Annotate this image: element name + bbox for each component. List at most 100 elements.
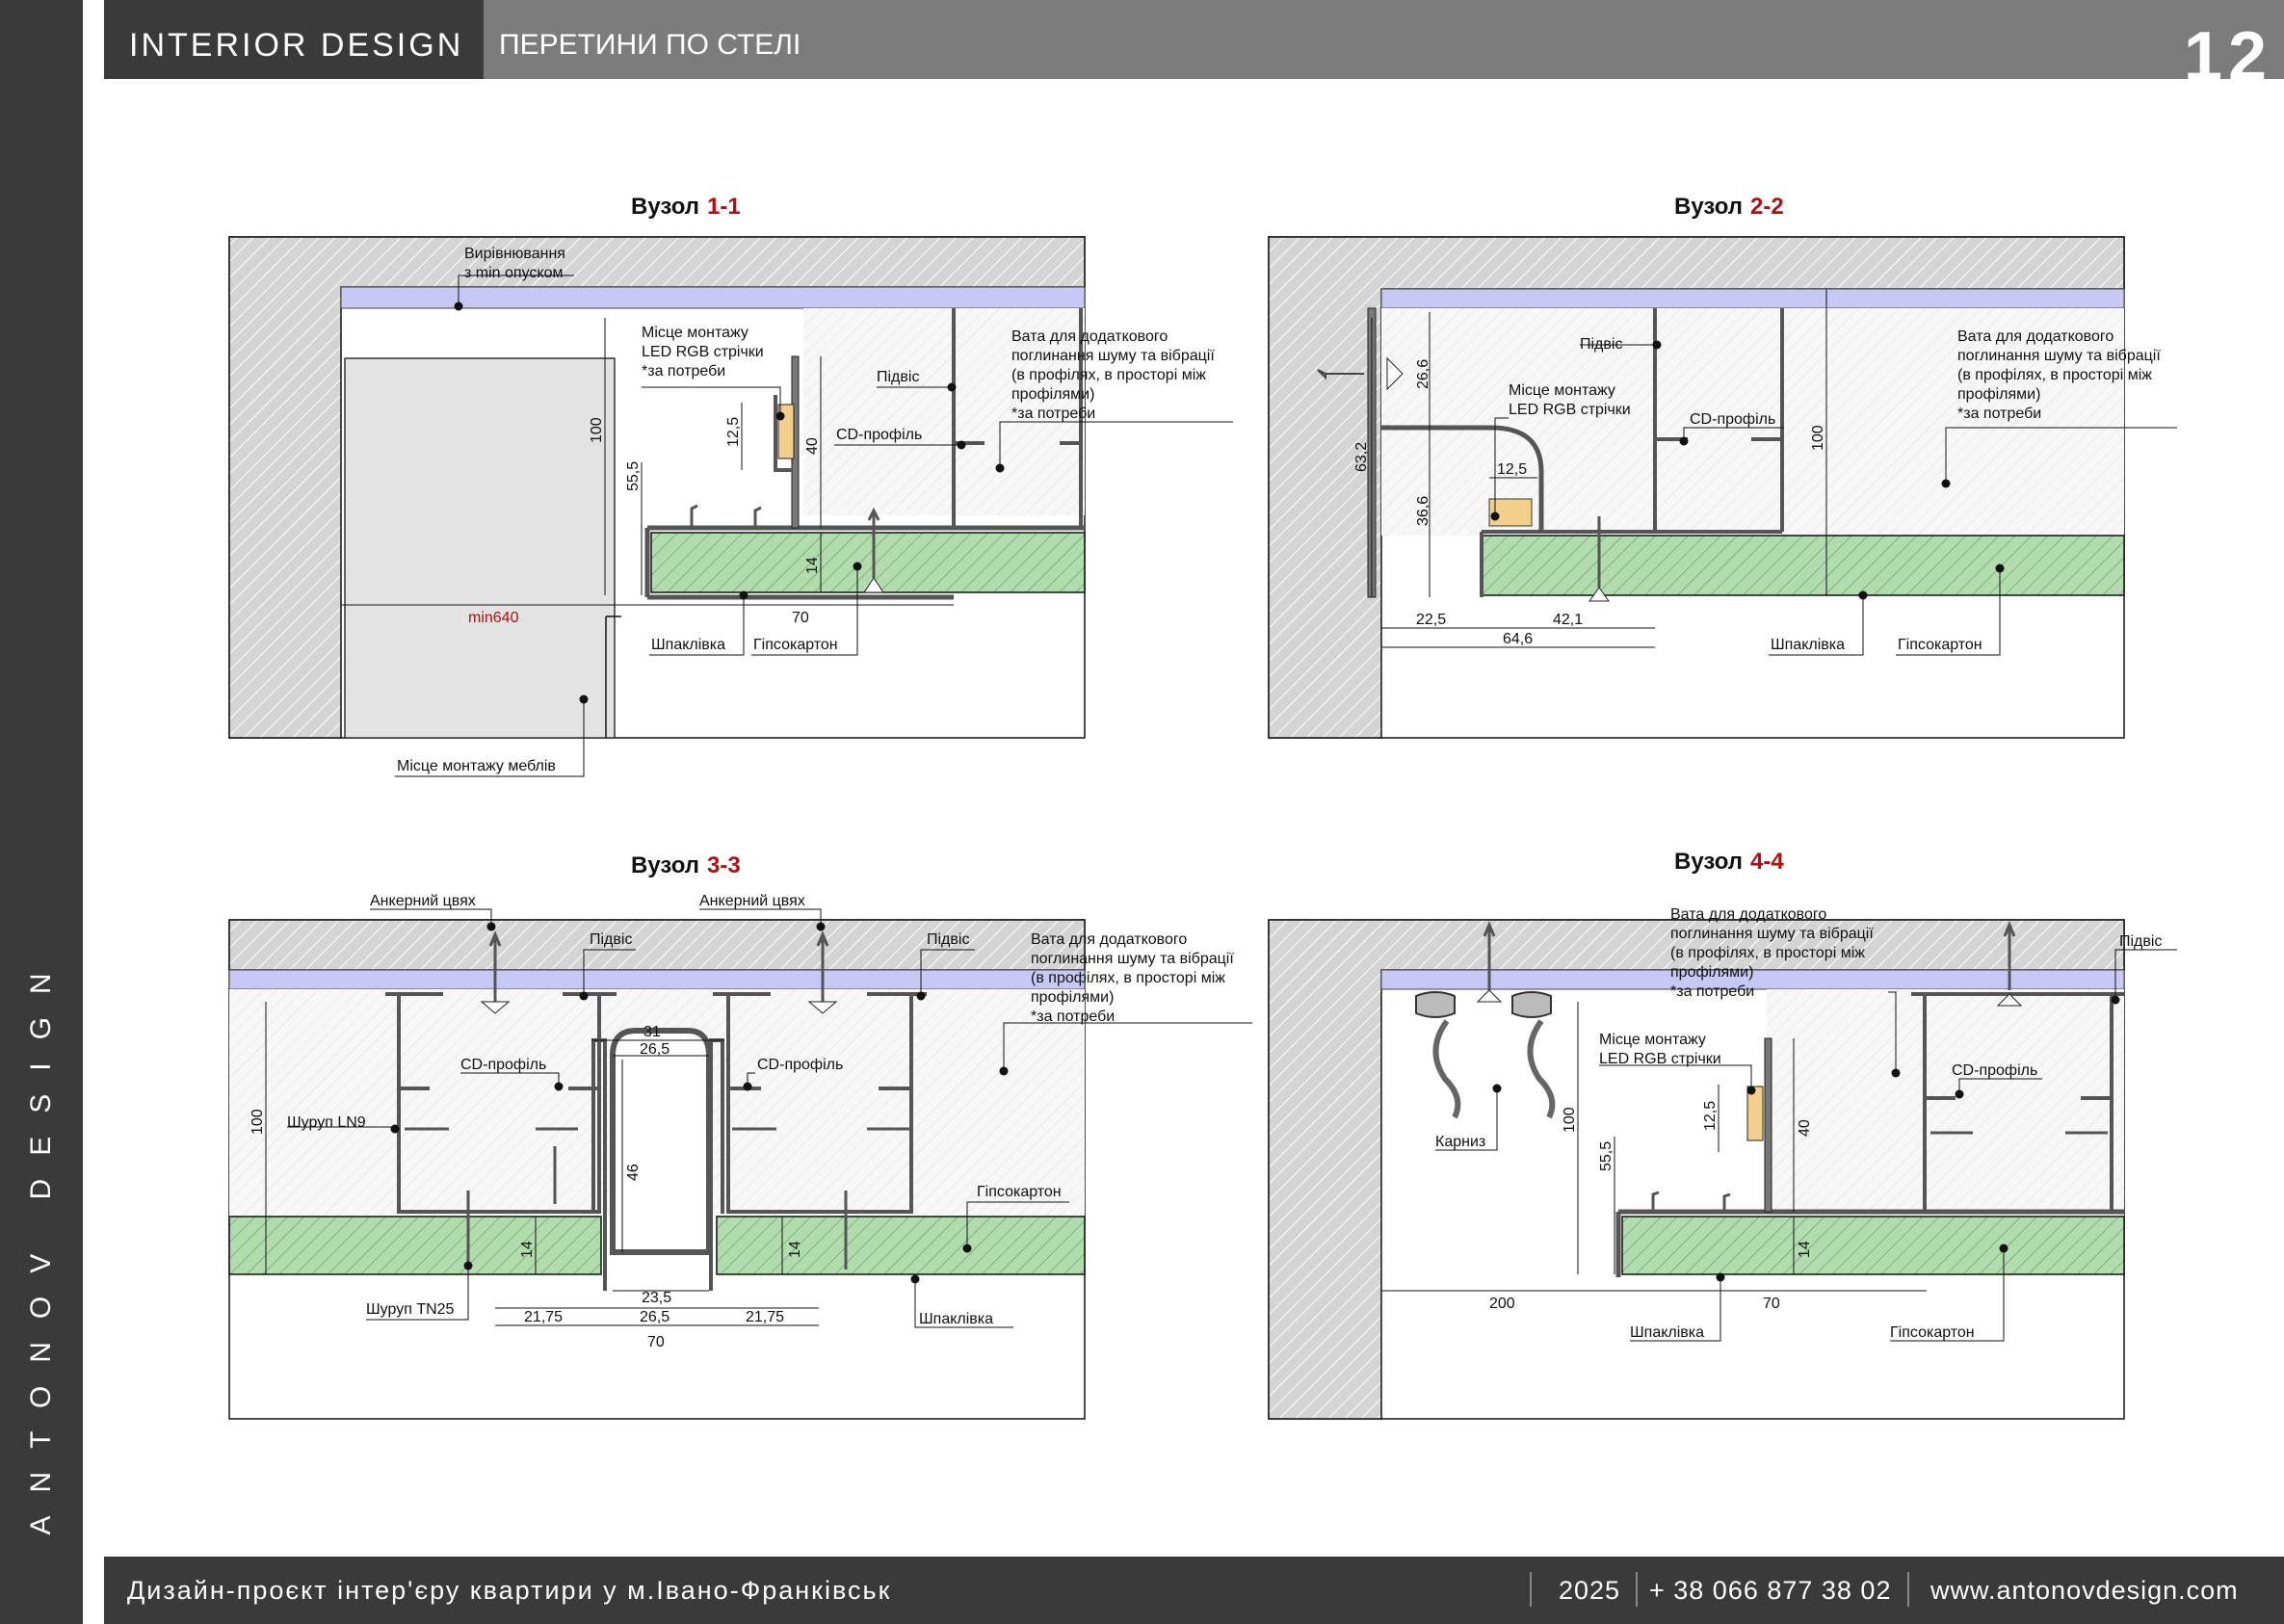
header-brand: INTERIOR DESIGN	[129, 27, 464, 64]
drywall-board	[1481, 535, 2125, 596]
footer-project: Дизайн-проєкт інтер'єру квартири у м.Іва…	[127, 1576, 892, 1605]
insulation-area	[1767, 989, 2124, 1217]
label-furniture: Місце монтажу меблів	[397, 758, 556, 774]
label-wool-5: *за потреби	[1011, 406, 1095, 422]
label-putty: Шпаклівка	[651, 637, 725, 653]
label-wool-4: профілями)	[1031, 989, 1114, 1006]
dim-2-2-63-2: 63,2	[1353, 442, 1370, 472]
footer-phone[interactable]: + 38 066 877 38 02	[1649, 1576, 1892, 1605]
dim-3-3-31: 31	[643, 1024, 661, 1040]
dim-4-4-12-5: 12,5	[1702, 1101, 1719, 1131]
label-screw-tn25: Шуруп TN25	[366, 1301, 455, 1318]
label-led-1: Місце монтажу	[1509, 382, 1615, 399]
label-leveling-2: з min опуском	[464, 265, 563, 281]
dim-1-1-55-5: 55,5	[625, 461, 642, 491]
dim-2-2-12-5: 12,5	[1497, 461, 1527, 478]
sidebar: ANTONOV DESIGN	[0, 0, 83, 1624]
concrete-slab	[228, 919, 1086, 971]
cd-profile-left	[385, 992, 617, 1214]
label-wool-3: (в профілях, в просторі між	[1957, 367, 2152, 383]
label-wool-4: профілями)	[1957, 386, 2040, 403]
label-anchor-right: Анкерний цвях	[699, 893, 805, 909]
label-anchor-left: Анкерний цвях	[370, 893, 476, 909]
dim-3-3-100: 100	[249, 1109, 266, 1135]
label-wool-3: (в профілях, в просторі між	[1670, 945, 1865, 961]
dim-4-4-14: 14	[1797, 1241, 1813, 1258]
dim-2-2-36-6: 36,6	[1415, 496, 1431, 526]
label-led-1: Місце монтажу	[1599, 1032, 1706, 1048]
label-leveling-1: Вирівнювання	[464, 246, 565, 262]
label-wool-5: *за потреби	[1957, 406, 2041, 422]
label-wool-5: *за потреби	[1031, 1008, 1115, 1025]
label-led-2: LED RGB стрічки	[1509, 402, 1631, 418]
dim-3-3-21-75-left: 21,75	[524, 1309, 563, 1325]
label-wool-2: поглинання шуму та вібрації	[1011, 348, 1215, 364]
label-wool-4: профілями)	[1011, 386, 1094, 403]
label-hanger-left: Підвіс	[590, 931, 632, 948]
insulation-area	[803, 308, 1085, 515]
dim-1-1-40: 40	[804, 437, 821, 455]
label-wool-2: поглинання шуму та вібрації	[1957, 348, 2161, 364]
label-wool-1: Вата для додаткового	[1670, 906, 1826, 923]
leveling-layer	[340, 286, 1086, 309]
page-number: 12	[2183, 18, 2272, 95]
footer: Дизайн-проєкт інтер'єру квартири у м.Іва…	[104, 1557, 2284, 1624]
dim-1-1-12-5: 12,5	[725, 417, 742, 447]
dim-2-2-22-5: 22,5	[1416, 612, 1446, 628]
label-hanger: Підвіс	[1580, 336, 1622, 353]
dim-1-1-min640: min640	[468, 610, 519, 626]
label-cd-profile-left: CD-профіль	[460, 1057, 546, 1073]
label-drywall: Гіпсокартон	[1898, 637, 1982, 653]
label-wool-1: Вата для додаткового	[1011, 328, 1168, 345]
dim-4-4-200: 200	[1489, 1296, 1515, 1312]
header-title-block	[484, 0, 2284, 79]
led-strip	[1746, 1086, 1764, 1141]
label-putty: Шпаклівка	[1771, 637, 1845, 653]
label-wool-3: (в профілях, в просторі між	[1011, 367, 1206, 383]
dim-1-1-70: 70	[792, 610, 809, 626]
label-putty: Шпаклівка	[1630, 1324, 1704, 1341]
label-cd-profile: CD-профіль	[1952, 1062, 2037, 1079]
dim-3-3-26-5-top: 26,5	[640, 1041, 669, 1058]
footer-separator	[1530, 1572, 1532, 1607]
dim-4-4-55-5: 55,5	[1598, 1141, 1615, 1171]
leveling-layer	[1380, 288, 2125, 309]
footer-separator	[1636, 1572, 1638, 1607]
dim-2-2-42-1: 42,1	[1553, 612, 1583, 628]
cornice-rail	[1415, 991, 1552, 1018]
label-drywall: Гіпсокартон	[977, 1184, 1062, 1200]
label-wool-3: (в профілях, в просторі між	[1031, 970, 1225, 986]
dim-3-3-14-right: 14	[787, 1241, 803, 1258]
cd-profile-right	[713, 992, 927, 1214]
label-led-2: LED RGB стрічки	[642, 344, 764, 360]
cd-profile	[952, 308, 1083, 530]
dim-3-3-21-75-right: 21,75	[746, 1309, 784, 1325]
footer-year: 2025	[1559, 1576, 1621, 1605]
label-cornice: Карниз	[1435, 1134, 1485, 1150]
dim-2-2-26-6: 26,6	[1415, 359, 1431, 389]
footer-separator	[1907, 1572, 1909, 1607]
dim-4-4-100: 100	[1562, 1107, 1578, 1133]
leveling-layer	[1380, 969, 2125, 990]
dim-3-3-46: 46	[625, 1164, 642, 1181]
dim-4-4-40: 40	[1797, 1119, 1813, 1137]
footer-website[interactable]: www.antonovdesign.com	[1930, 1576, 2239, 1605]
label-wool-2: поглинання шуму та вібрації	[1031, 951, 1234, 967]
drywall-board-left	[228, 1216, 602, 1275]
header-brand-block	[104, 0, 484, 79]
dim-3-3-26-5-bottom: 26,5	[640, 1309, 669, 1325]
label-putty: Шпаклівка	[919, 1311, 993, 1327]
label-hanger: Підвіс	[2119, 933, 2162, 950]
label-wool-2: поглинання шуму та вібрації	[1670, 926, 1874, 942]
dim-1-1-14: 14	[804, 557, 821, 574]
dim-3-3-14-left: 14	[519, 1241, 536, 1258]
label-cd-profile: CD-профіль	[836, 427, 922, 443]
